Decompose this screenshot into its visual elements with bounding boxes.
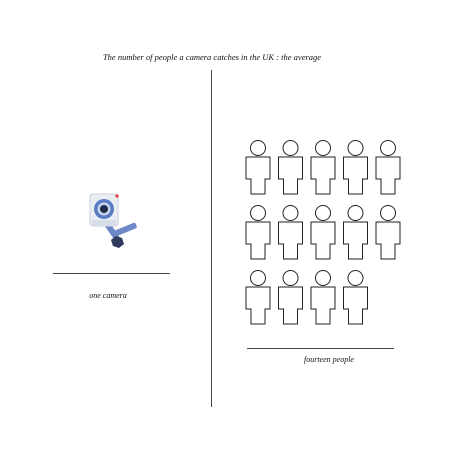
person-icon xyxy=(343,270,368,325)
person-icon xyxy=(343,140,368,195)
person-icon xyxy=(310,205,336,260)
camera-count-label: one camera xyxy=(89,291,127,300)
camera-baseline xyxy=(53,273,170,274)
person-icon xyxy=(278,205,303,260)
person-icon xyxy=(310,140,336,195)
person-icon xyxy=(278,270,303,325)
person-icon xyxy=(278,140,303,195)
person-icon xyxy=(245,205,271,260)
person-icon xyxy=(245,270,271,325)
people-grid xyxy=(245,140,401,325)
person-icon xyxy=(375,205,401,260)
people-baseline xyxy=(247,348,394,349)
people-count-label: fourteen people xyxy=(304,355,354,364)
person-icon xyxy=(375,140,401,195)
page-title: The number of people a camera catches in… xyxy=(102,52,322,62)
center-divider xyxy=(211,70,212,407)
person-icon xyxy=(245,140,271,195)
person-icon xyxy=(343,205,368,260)
person-icon xyxy=(310,270,336,325)
cctv-camera-icon xyxy=(89,193,137,248)
